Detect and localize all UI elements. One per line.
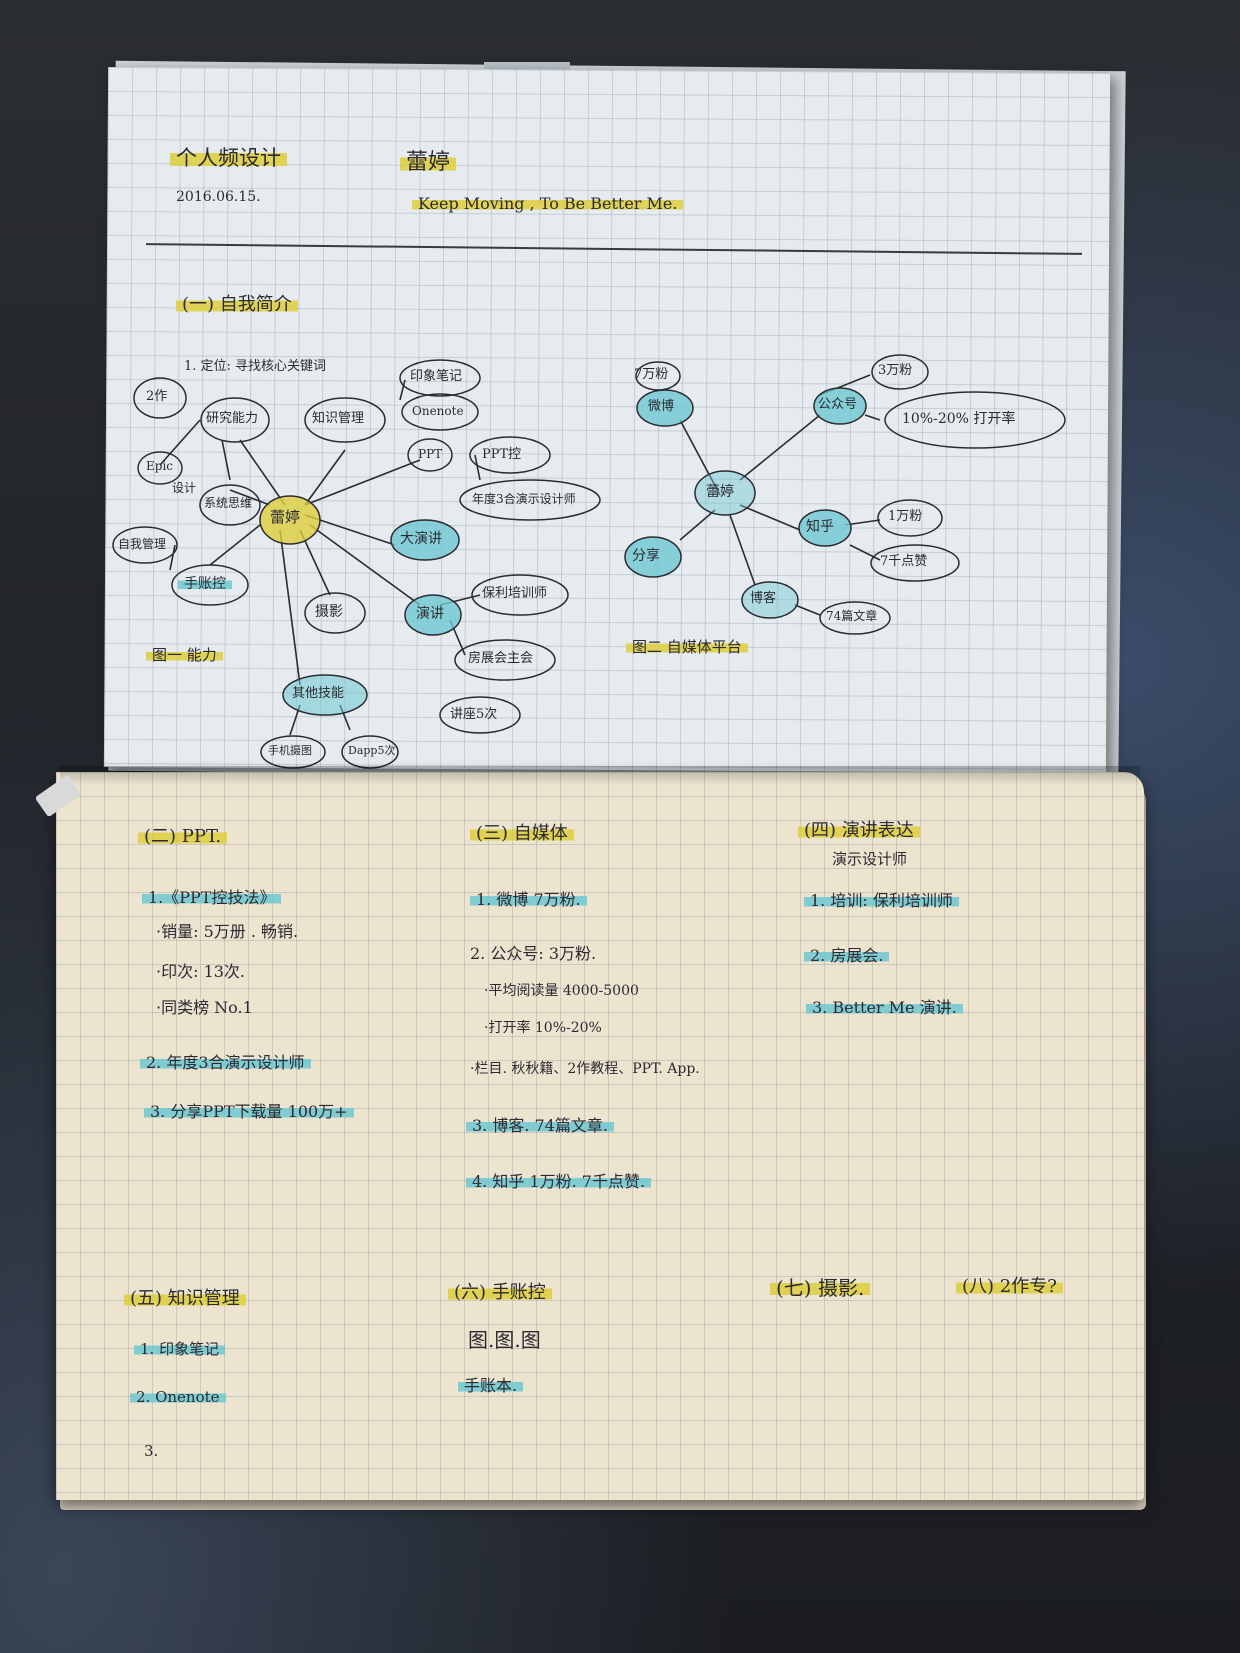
section4-sub: 演示设计师 — [832, 850, 908, 868]
mindmap2-node: 74篇文章 — [826, 609, 878, 623]
author-name: 蕾婷 — [400, 152, 457, 174]
mindmap1-node: 研究能力 — [206, 411, 259, 426]
mindmap1-node: PPT控 — [482, 447, 522, 462]
section2-line: ·销量: 5万册 . 畅销. — [156, 922, 299, 941]
section5-line: 1. 印象笔记 — [134, 1342, 226, 1357]
mindmap2-node: 博客 — [750, 591, 777, 606]
mindmap1-node: 房展会主会 — [468, 651, 534, 666]
section4-line: 3. Better Me 演讲. — [806, 1000, 963, 1016]
section2-line: 3. 分享PPT下载量 100万+ — [144, 1104, 354, 1120]
mindmap2-node: 分享 — [632, 548, 660, 564]
section3-line: 2. 公众号: 3万粉. — [470, 944, 597, 963]
mindmap1-node: Epic — [146, 459, 173, 473]
section1-heading: (一) 自我简介 — [176, 296, 298, 314]
mindmap1-node: PPT — [418, 447, 443, 461]
mindmap1-node: 摄影 — [315, 604, 343, 620]
section3-heading: (三) 自媒体 — [470, 825, 574, 843]
section7-heading: (七) 摄影. — [770, 1278, 871, 1298]
section2-line: ·印次: 13次. — [156, 962, 246, 981]
section6-line: 手账本. — [458, 1378, 524, 1394]
section3-line: ·打开率 10%-20% — [484, 1020, 602, 1036]
section3-line: ·栏目. 秋秋籍、2作教程、PPT. App. — [470, 1061, 700, 1077]
page-date: 2016.06.15. — [176, 189, 261, 205]
section6-heading: (六) 手账控 — [448, 1284, 552, 1302]
mindmap1-node: 2作 — [146, 389, 168, 404]
mindmap1-node: 系统思维 — [204, 496, 253, 510]
section1-note: 1. 定位: 寻找核心关键词 — [184, 359, 327, 374]
mindmap1-node: 年度3合演示设计师 — [472, 492, 576, 506]
mindmap2-node: 10%-20% 打开率 — [902, 411, 1016, 427]
mindmap1-node: 其他技能 — [292, 686, 345, 701]
page-title: 个人频设计 — [170, 148, 287, 169]
mindmap2-node: 1万粉 — [888, 509, 923, 524]
section6-line: 图.图.图 — [468, 1328, 541, 1352]
section5-heading: (五) 知识管理 — [124, 1290, 246, 1308]
mindmap2-node: 3万粉 — [878, 363, 913, 378]
mindmap2-node: 知乎 — [806, 519, 834, 535]
section3-line: ·平均阅读量 4000-5000 — [484, 983, 639, 999]
mindmap1-node: 知识管理 — [312, 411, 365, 426]
section2-line: 1.《PPT控技法》 — [142, 890, 282, 906]
section2-line: 2. 年度3合演示设计师 — [140, 1055, 311, 1071]
mindmap1-node: 保利培训师 — [482, 586, 548, 601]
section2-heading: (二) PPT. — [138, 828, 228, 846]
section4-heading: (四) 演讲表达 — [798, 822, 920, 840]
section3-line: 3. 博客. 74篇文章. — [466, 1118, 614, 1134]
mindmap1-node: Onenote — [412, 404, 464, 418]
mindmap2-center: 蕾婷 — [706, 484, 734, 500]
mindmap1-node: 设计 — [172, 481, 197, 495]
section4-line: 2. 房展会. — [804, 948, 890, 964]
mindmap1-node: 演讲 — [416, 606, 444, 622]
mindmap1-node: 大演讲 — [400, 531, 442, 547]
mindmap2-caption: 图二 自媒体平台 — [626, 640, 748, 655]
section5-line: 3. — [144, 1442, 159, 1460]
section2-line: ·同类榜 No.1 — [156, 998, 253, 1017]
mindmap1-node: 讲座5次 — [450, 707, 498, 722]
section8-heading: (八) 2作专? — [956, 1278, 1063, 1296]
section3-line: 1. 微博 7万粉. — [470, 892, 587, 908]
gutter-shadow — [60, 766, 1140, 786]
section5-line: 2. Onenote — [130, 1390, 226, 1405]
mindmap1-center: 蕾婷 — [270, 508, 301, 526]
section4-line: 1. 培训: 保利培训师 — [804, 893, 959, 909]
mindmap1-node: Dapp5次 — [348, 744, 396, 757]
mindmap2-node: 7万粉 — [634, 367, 669, 382]
mindmap2-node: 微博 — [648, 399, 675, 414]
mindmap1-node: 手账控 — [178, 577, 232, 591]
mindmap1-node: 自我管理 — [118, 537, 167, 551]
mindmap2-node: 公众号 — [818, 397, 858, 412]
mindmap2-node: 7千点赞 — [880, 554, 928, 569]
section3-line: 4. 知乎 1万粉. 7千点赞. — [466, 1174, 652, 1190]
motto: Keep Moving , To Be Better Me. — [412, 196, 684, 212]
mindmap-canvas — [112, 354, 1066, 769]
mindmap1-node: 手机摄图 — [268, 744, 312, 757]
mindmap1-node: 印象笔记 — [410, 369, 463, 384]
mindmap1-caption: 图一 能力 — [146, 648, 223, 663]
